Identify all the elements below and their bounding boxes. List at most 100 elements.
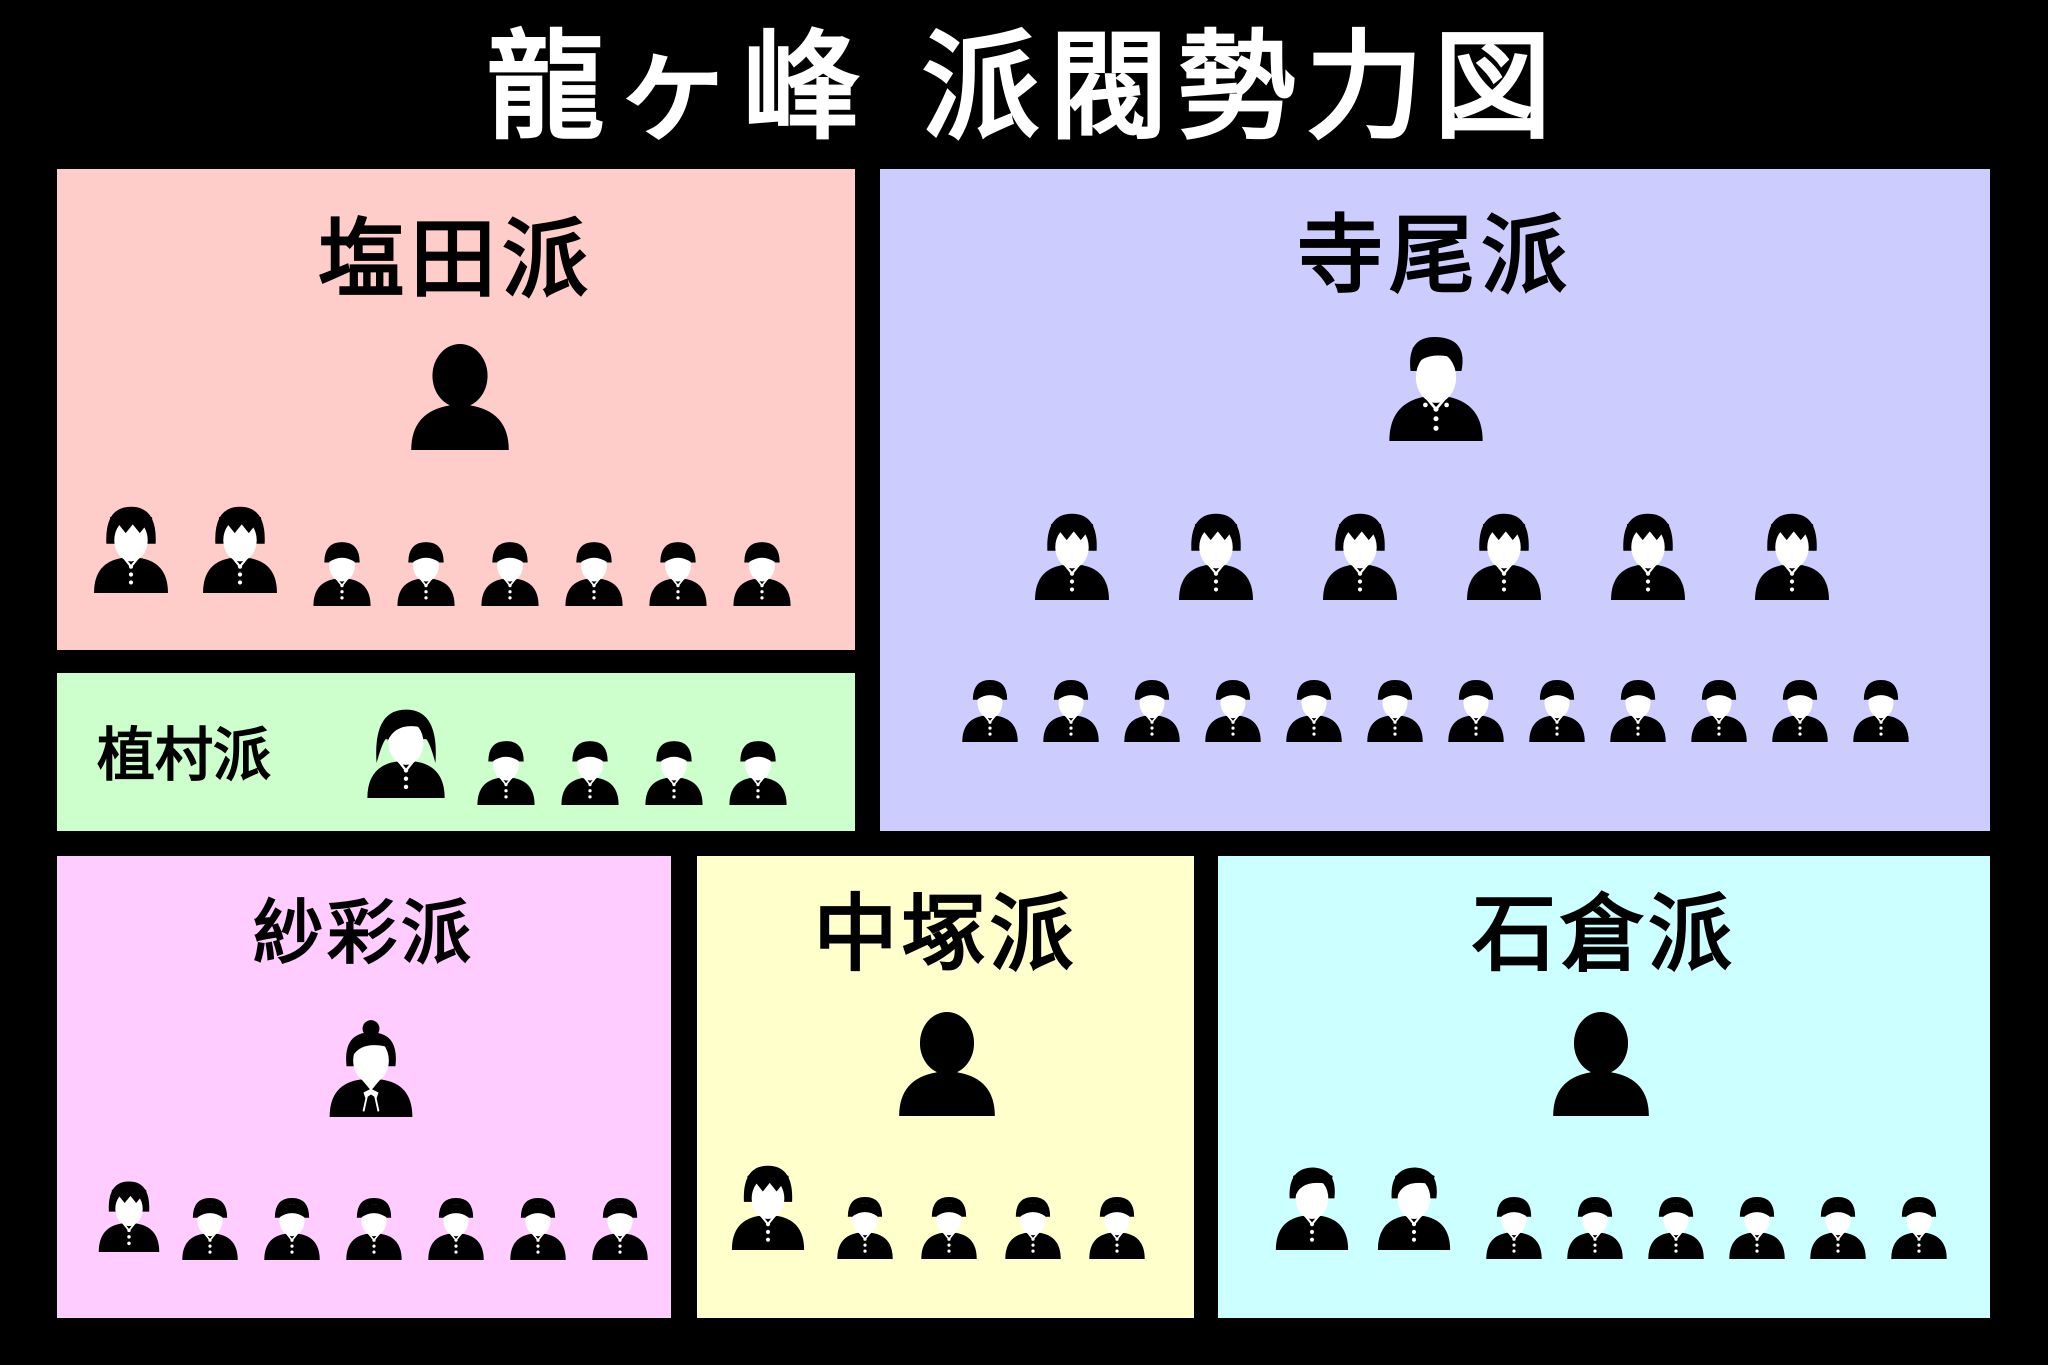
student-icon: [1529, 679, 1585, 742]
member-terao: [1748, 512, 1836, 600]
member-terao: [1038, 676, 1104, 742]
leader-girl-ribbon-icon: [329, 1020, 413, 1117]
student-icon: [1448, 679, 1504, 742]
member-uemura: [724, 737, 792, 805]
member-nakatsuka: [832, 1193, 898, 1259]
faction-name-terao: 寺尾派: [1297, 205, 1573, 306]
member-shiota: [392, 538, 460, 606]
leader-uemura: [360, 702, 452, 802]
member-ishikura: [1269, 1164, 1355, 1250]
student-icon: [1567, 1196, 1623, 1259]
student-icon: [729, 741, 787, 805]
member-uemura: [640, 737, 708, 805]
leader-nakatsuka: [895, 1008, 999, 1120]
boy-student-icon: [1755, 513, 1829, 600]
leader-ishikura: [1549, 1008, 1653, 1120]
member-ishikura: [1886, 1193, 1952, 1259]
faction-name-uemura: 植村派: [97, 721, 272, 789]
leader-silhouette-icon: [899, 1012, 995, 1116]
student-icon: [561, 741, 619, 805]
member-uemura: [556, 737, 624, 805]
faction-name-ishikura: 石倉派: [1471, 884, 1736, 983]
boy-student-icon: [1035, 513, 1109, 600]
member-saaya: [259, 1194, 325, 1260]
student-icon: [1124, 679, 1180, 742]
boy-student-icon: [98, 1181, 160, 1252]
student-icon: [649, 542, 707, 606]
faction-panel-terao: 寺尾派: [880, 169, 1990, 831]
member-terao: [1200, 676, 1266, 742]
student-icon: [313, 542, 371, 606]
member-ishikura: [1724, 1193, 1790, 1259]
student-icon: [565, 542, 623, 606]
member-saaya: [341, 1194, 407, 1260]
student-icon: [1005, 1196, 1061, 1259]
faction-panel-nakatsuka: 中塚派: [697, 856, 1194, 1318]
member-nakatsuka: [1000, 1193, 1066, 1259]
member-nakatsuka: [1084, 1193, 1150, 1259]
member-shiota: [644, 538, 712, 606]
faction-name-saaya: 紗彩派: [253, 891, 475, 974]
faction-panel-saaya: 紗彩派: [57, 856, 671, 1318]
member-saaya: [423, 1194, 489, 1260]
student-icon: [182, 1197, 238, 1260]
leader-boy-student-icon: [1389, 337, 1483, 441]
boy-student-icon: [731, 1165, 805, 1250]
member-saaya: [177, 1194, 243, 1260]
member-terao: [957, 676, 1023, 742]
member-saaya: [505, 1194, 571, 1260]
boy-student-icon: [1179, 513, 1253, 600]
member-terao: [1767, 676, 1833, 742]
member-shiota: [87, 505, 175, 593]
leader-terao: [1383, 332, 1489, 444]
student-icon: [1043, 679, 1099, 742]
boy-student-icon: [203, 506, 277, 593]
student-icon: [1691, 679, 1747, 742]
member-ishikura: [1562, 1193, 1628, 1259]
member-terao: [1604, 512, 1692, 600]
student-icon: [1729, 1196, 1785, 1259]
faction-panel-uemura: 植村派: [57, 673, 855, 831]
member-terao: [1443, 676, 1509, 742]
student-icon: [477, 741, 535, 805]
faction-panel-ishikura: 石倉派: [1218, 856, 1990, 1318]
student-icon: [510, 1197, 566, 1260]
student-icon: [1648, 1196, 1704, 1259]
member-ishikura: [1481, 1193, 1547, 1259]
member-terao: [1316, 512, 1404, 600]
student-icon: [1367, 679, 1423, 742]
member-shiota: [560, 538, 628, 606]
member-shiota: [476, 538, 544, 606]
leader-girl-student-icon: [367, 709, 445, 798]
student-icon: [921, 1196, 977, 1259]
leader-saaya: [324, 1014, 418, 1126]
page-title: 龍ヶ峰 派閥勢力図: [486, 17, 1562, 156]
student-icon: [1205, 679, 1261, 742]
boy-student-icon: [1611, 513, 1685, 600]
leader-shiota: [407, 341, 513, 453]
student-icon: [1089, 1196, 1145, 1259]
member-shiota: [728, 538, 796, 606]
boy-student-icon: [1323, 513, 1397, 600]
student-icon: [1486, 1196, 1542, 1259]
member-ishikura: [1805, 1193, 1871, 1259]
boy-student-icon: [94, 506, 168, 593]
student-icon: [1286, 679, 1342, 742]
member-terao: [1848, 676, 1914, 742]
student-icon: [428, 1197, 484, 1260]
member-nakatsuka: [916, 1193, 982, 1259]
student-icon: [397, 542, 455, 606]
boy-student-side-icon: [1275, 1167, 1349, 1250]
member-ishikura: [1371, 1164, 1457, 1250]
member-terao: [1605, 676, 1671, 742]
student-icon: [264, 1197, 320, 1260]
leader-silhouette-icon: [1553, 1012, 1649, 1116]
member-nakatsuka: [725, 1164, 811, 1250]
member-terao: [1119, 676, 1185, 742]
member-ishikura: [1643, 1193, 1709, 1259]
member-saaya: [93, 1180, 165, 1252]
student-icon: [837, 1196, 893, 1259]
student-icon: [1853, 679, 1909, 742]
member-terao: [1686, 676, 1752, 742]
member-terao: [1460, 512, 1548, 600]
